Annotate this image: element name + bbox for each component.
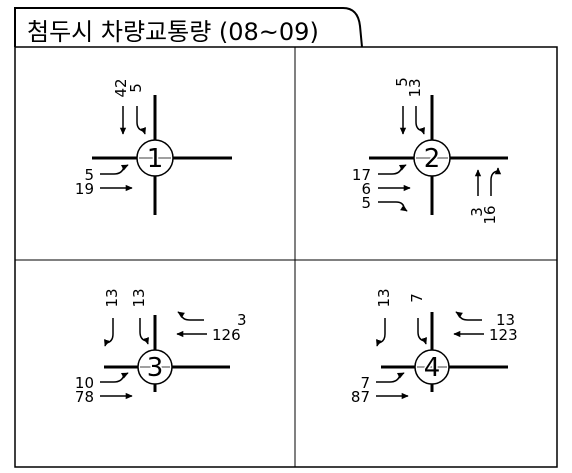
intersection-3: 3 13 13 3 126 10 78	[75, 288, 247, 406]
diagram-frame	[14, 46, 558, 468]
volume-label: 7	[408, 293, 426, 303]
volume-label: 78	[75, 388, 94, 406]
movement-west-left: 10	[75, 372, 129, 392]
movement-west-right: 5	[361, 194, 408, 212]
volume-label: 13	[406, 78, 424, 97]
movement-east-through: 126	[176, 326, 241, 344]
movement-west-left: 5	[84, 164, 129, 184]
movement-east-through: 123	[453, 326, 518, 344]
movement-south-left: 13	[130, 288, 149, 345]
movement-south-left: 7	[408, 293, 427, 345]
volume-label: 123	[489, 326, 518, 344]
volume-label: 5	[84, 166, 94, 184]
volume-label: 3	[468, 207, 486, 217]
volume-label: 13	[375, 288, 393, 307]
movement-east-left: 3	[177, 311, 247, 329]
movement-west-through: 19	[75, 180, 133, 198]
intersection-2: 2 5 13 17 6 5 3 16	[352, 77, 508, 225]
volume-label: 7	[360, 374, 370, 392]
movement-south-right: 13	[375, 288, 393, 347]
movement-south-through: 42	[112, 78, 130, 135]
movement-south-right: 13	[103, 288, 121, 347]
movement-south-through: 5	[393, 77, 411, 135]
movement-west-through: 78	[75, 388, 133, 406]
volume-label: 10	[75, 374, 94, 392]
intersection-number: 3	[147, 353, 164, 383]
volume-label: 13	[130, 288, 148, 307]
intersection-number: 4	[424, 353, 441, 383]
movement-north-right: 16	[481, 167, 502, 225]
volume-label: 13	[496, 311, 515, 329]
movement-south-left: 13	[406, 78, 425, 135]
volume-label: 126	[212, 326, 241, 344]
volume-label: 3	[237, 311, 247, 329]
movement-east-left: 13	[455, 311, 515, 329]
volume-label: 6	[361, 180, 371, 198]
volume-label: 5	[127, 83, 145, 93]
volume-label: 16	[481, 205, 499, 224]
movement-north-through: 3	[468, 169, 486, 217]
volume-label: 13	[103, 288, 121, 307]
title-tab	[14, 7, 363, 48]
movement-west-left: 7	[360, 372, 405, 392]
intersection-1: 1 42 5 5 19	[75, 78, 232, 215]
movement-west-left: 17	[352, 164, 407, 184]
volume-label: 5	[393, 77, 411, 87]
volume-label: 87	[351, 388, 370, 406]
volume-label: 19	[75, 180, 94, 198]
volume-label: 5	[361, 194, 371, 212]
page-title: 첨두시 차량교통량 (08~09)	[27, 18, 319, 46]
intersection-number: 1	[147, 144, 164, 174]
movement-west-through: 87	[351, 388, 409, 406]
intersection-4: 4 13 7 13 123 7 87	[351, 288, 518, 406]
movement-west-through: 6	[361, 180, 411, 198]
movement-south-left: 5	[127, 83, 146, 135]
intersection-number: 2	[424, 144, 441, 174]
volume-label: 42	[112, 78, 130, 97]
volume-label: 17	[352, 166, 371, 184]
